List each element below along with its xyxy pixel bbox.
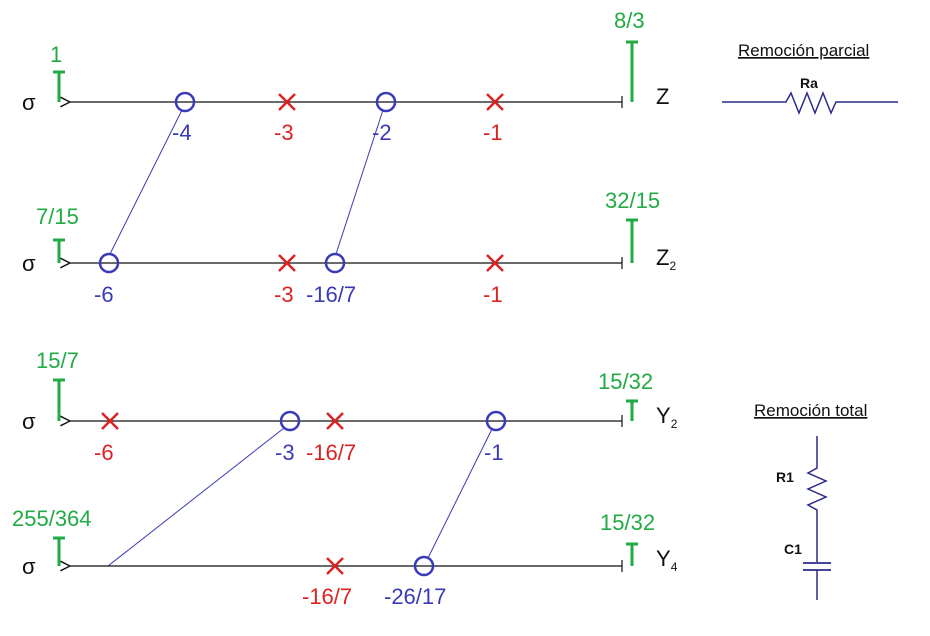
pole-label: -1 bbox=[483, 120, 503, 145]
right-residue-marker: 15/32 bbox=[600, 510, 655, 566]
zero-label: -26/17 bbox=[384, 584, 446, 609]
axis-y2: σ Y2 15/7 15/32 -6 -3 -16/7 -1 bbox=[22, 348, 678, 465]
zero-label: -2 bbox=[372, 120, 392, 145]
resistor-symbol bbox=[806, 436, 828, 562]
pole-marker bbox=[278, 93, 296, 111]
axis-z: σ Z 1 8/3 -4 -3 -2 -1 bbox=[22, 8, 669, 145]
left-residue-label: 255/364 bbox=[12, 506, 92, 531]
right-residue-label: 8/3 bbox=[614, 8, 645, 33]
zero-marker bbox=[174, 91, 196, 113]
zero-marker bbox=[413, 555, 435, 577]
pole-marker bbox=[486, 254, 504, 272]
right-residue-label: 15/32 bbox=[600, 510, 655, 535]
axis-var-label: σ bbox=[22, 409, 36, 434]
axis-func-label: Z bbox=[656, 84, 669, 109]
pole-label: -16/7 bbox=[302, 584, 352, 609]
interlace-connector bbox=[109, 109, 183, 255]
axis-y4: σ Y4 255/364 15/32 -16/7 -26/17 bbox=[12, 506, 678, 609]
zero-marker bbox=[98, 252, 120, 274]
total-removal-title: Remoción total bbox=[754, 401, 867, 420]
axis-var-label: σ bbox=[22, 554, 36, 579]
zero-label: -16/7 bbox=[306, 282, 356, 307]
pole-label: -6 bbox=[94, 440, 114, 465]
left-residue-marker: 7/15 bbox=[36, 204, 79, 263]
axis-var-label: σ bbox=[22, 251, 36, 276]
left-residue-label: 15/7 bbox=[36, 348, 79, 373]
left-residue-label: 7/15 bbox=[36, 204, 79, 229]
zero-marker bbox=[324, 252, 346, 274]
resistor-label: Ra bbox=[800, 75, 818, 91]
left-residue-label: 1 bbox=[50, 42, 62, 67]
zero-label: -3 bbox=[275, 440, 295, 465]
zero-marker bbox=[279, 410, 301, 432]
pole-label: -1 bbox=[483, 282, 503, 307]
axis-func-label: Z2 bbox=[656, 245, 676, 273]
zero-marker bbox=[485, 410, 507, 432]
pole-marker bbox=[101, 412, 119, 430]
right-residue-marker: 15/32 bbox=[598, 369, 653, 421]
pole-label: -3 bbox=[274, 282, 294, 307]
axis-var-label: σ bbox=[22, 90, 36, 115]
pole-marker bbox=[278, 254, 296, 272]
zero-label: -6 bbox=[94, 282, 114, 307]
left-residue-marker: 15/7 bbox=[36, 348, 79, 421]
pole-label: -3 bbox=[274, 120, 294, 145]
pole-marker bbox=[486, 93, 504, 111]
right-residue-marker: 32/15 bbox=[605, 188, 660, 263]
left-residue-marker: 255/364 bbox=[12, 506, 92, 566]
axis-z2: σ Z2 7/15 32/15 -6 -3 -16/7 -1 bbox=[22, 188, 676, 307]
right-residue-label: 15/32 bbox=[598, 369, 653, 394]
capacitor-label: C1 bbox=[784, 541, 802, 557]
resistor-symbol bbox=[722, 90, 898, 116]
interlace-connector bbox=[427, 428, 493, 559]
partial-removal-schematic: Remoción parcial Ra bbox=[722, 41, 898, 116]
zero-marker bbox=[375, 91, 397, 113]
pole-marker bbox=[326, 557, 344, 575]
zero-label: -4 bbox=[172, 120, 192, 145]
axis-func-label: Y2 bbox=[656, 403, 678, 431]
partial-removal-title: Remoción parcial bbox=[738, 41, 869, 60]
axis-func-label: Y4 bbox=[656, 546, 678, 574]
interlace-connector bbox=[335, 109, 384, 255]
pole-marker bbox=[326, 412, 344, 430]
resistor-label: R1 bbox=[776, 469, 794, 485]
right-residue-marker: 8/3 bbox=[614, 8, 645, 102]
zero-label: -1 bbox=[484, 440, 504, 465]
total-removal-schematic: Remoción total R1 C1 bbox=[754, 401, 867, 600]
interlace-connector bbox=[107, 427, 285, 567]
pole-label: -16/7 bbox=[306, 440, 356, 465]
left-residue-marker: 1 bbox=[50, 42, 65, 102]
right-residue-label: 32/15 bbox=[605, 188, 660, 213]
